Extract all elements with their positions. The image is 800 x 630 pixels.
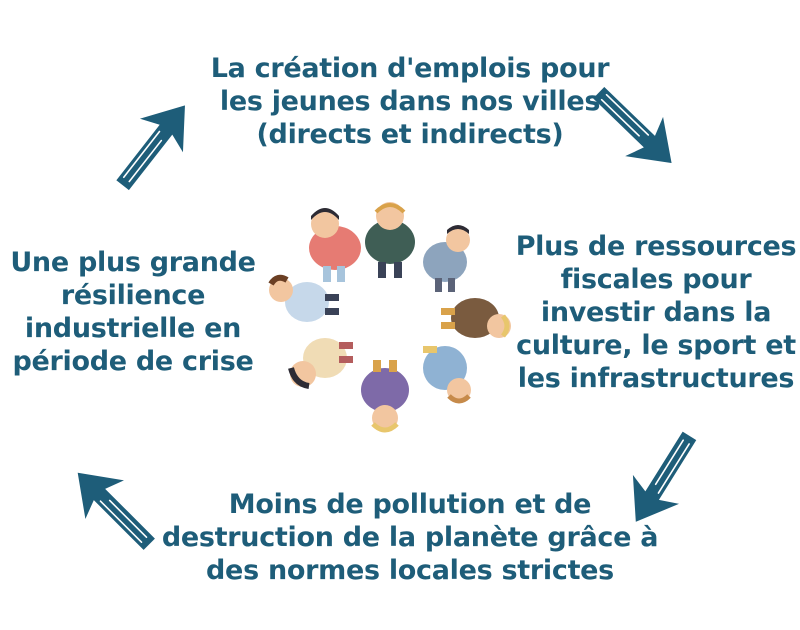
people-circle-icon — [268, 202, 511, 433]
cycle-node-top: La création d'emplois pour les jeunes da… — [200, 52, 620, 151]
person-icon — [423, 346, 471, 404]
node-text-line: culture, le sport et — [516, 330, 796, 361]
node-text-line: période de crise — [12, 346, 254, 377]
person-icon — [309, 208, 361, 282]
node-text-line: La création d'emplois pour — [210, 53, 610, 84]
node-text-line: destruction de la planète grâce à — [161, 522, 659, 553]
node-text-line: investir dans la — [540, 297, 772, 328]
node-text-line: industrielle en — [24, 313, 242, 344]
node-text-line: Moins de pollution et de — [228, 489, 592, 520]
node-text-line: Une plus grande — [10, 247, 256, 278]
node-text-line: les jeunes dans nos villes — [219, 86, 601, 117]
person-icon — [268, 274, 339, 322]
cycle-node-right: Plus de ressources fiscales pour investi… — [515, 230, 797, 395]
node-text-line: Plus de ressources — [515, 231, 797, 262]
node-text-line: des normes locales strictes — [206, 555, 614, 586]
person-icon — [441, 298, 511, 338]
person-icon — [365, 202, 415, 278]
cycle-node-left: Une plus grande résilience industrielle … — [8, 246, 258, 378]
node-text-line: fiscales pour — [560, 264, 752, 295]
person-icon — [288, 338, 353, 389]
arrow-left-to-top — [97, 84, 211, 206]
node-text-line: résilience — [60, 280, 206, 311]
cycle-node-bottom: Moins de pollution et de destruction de … — [150, 488, 670, 587]
person-icon — [361, 360, 409, 433]
node-text-line: (directs et indirects) — [256, 119, 564, 150]
person-icon — [423, 225, 470, 292]
node-text-line: les infrastructures — [517, 363, 795, 394]
